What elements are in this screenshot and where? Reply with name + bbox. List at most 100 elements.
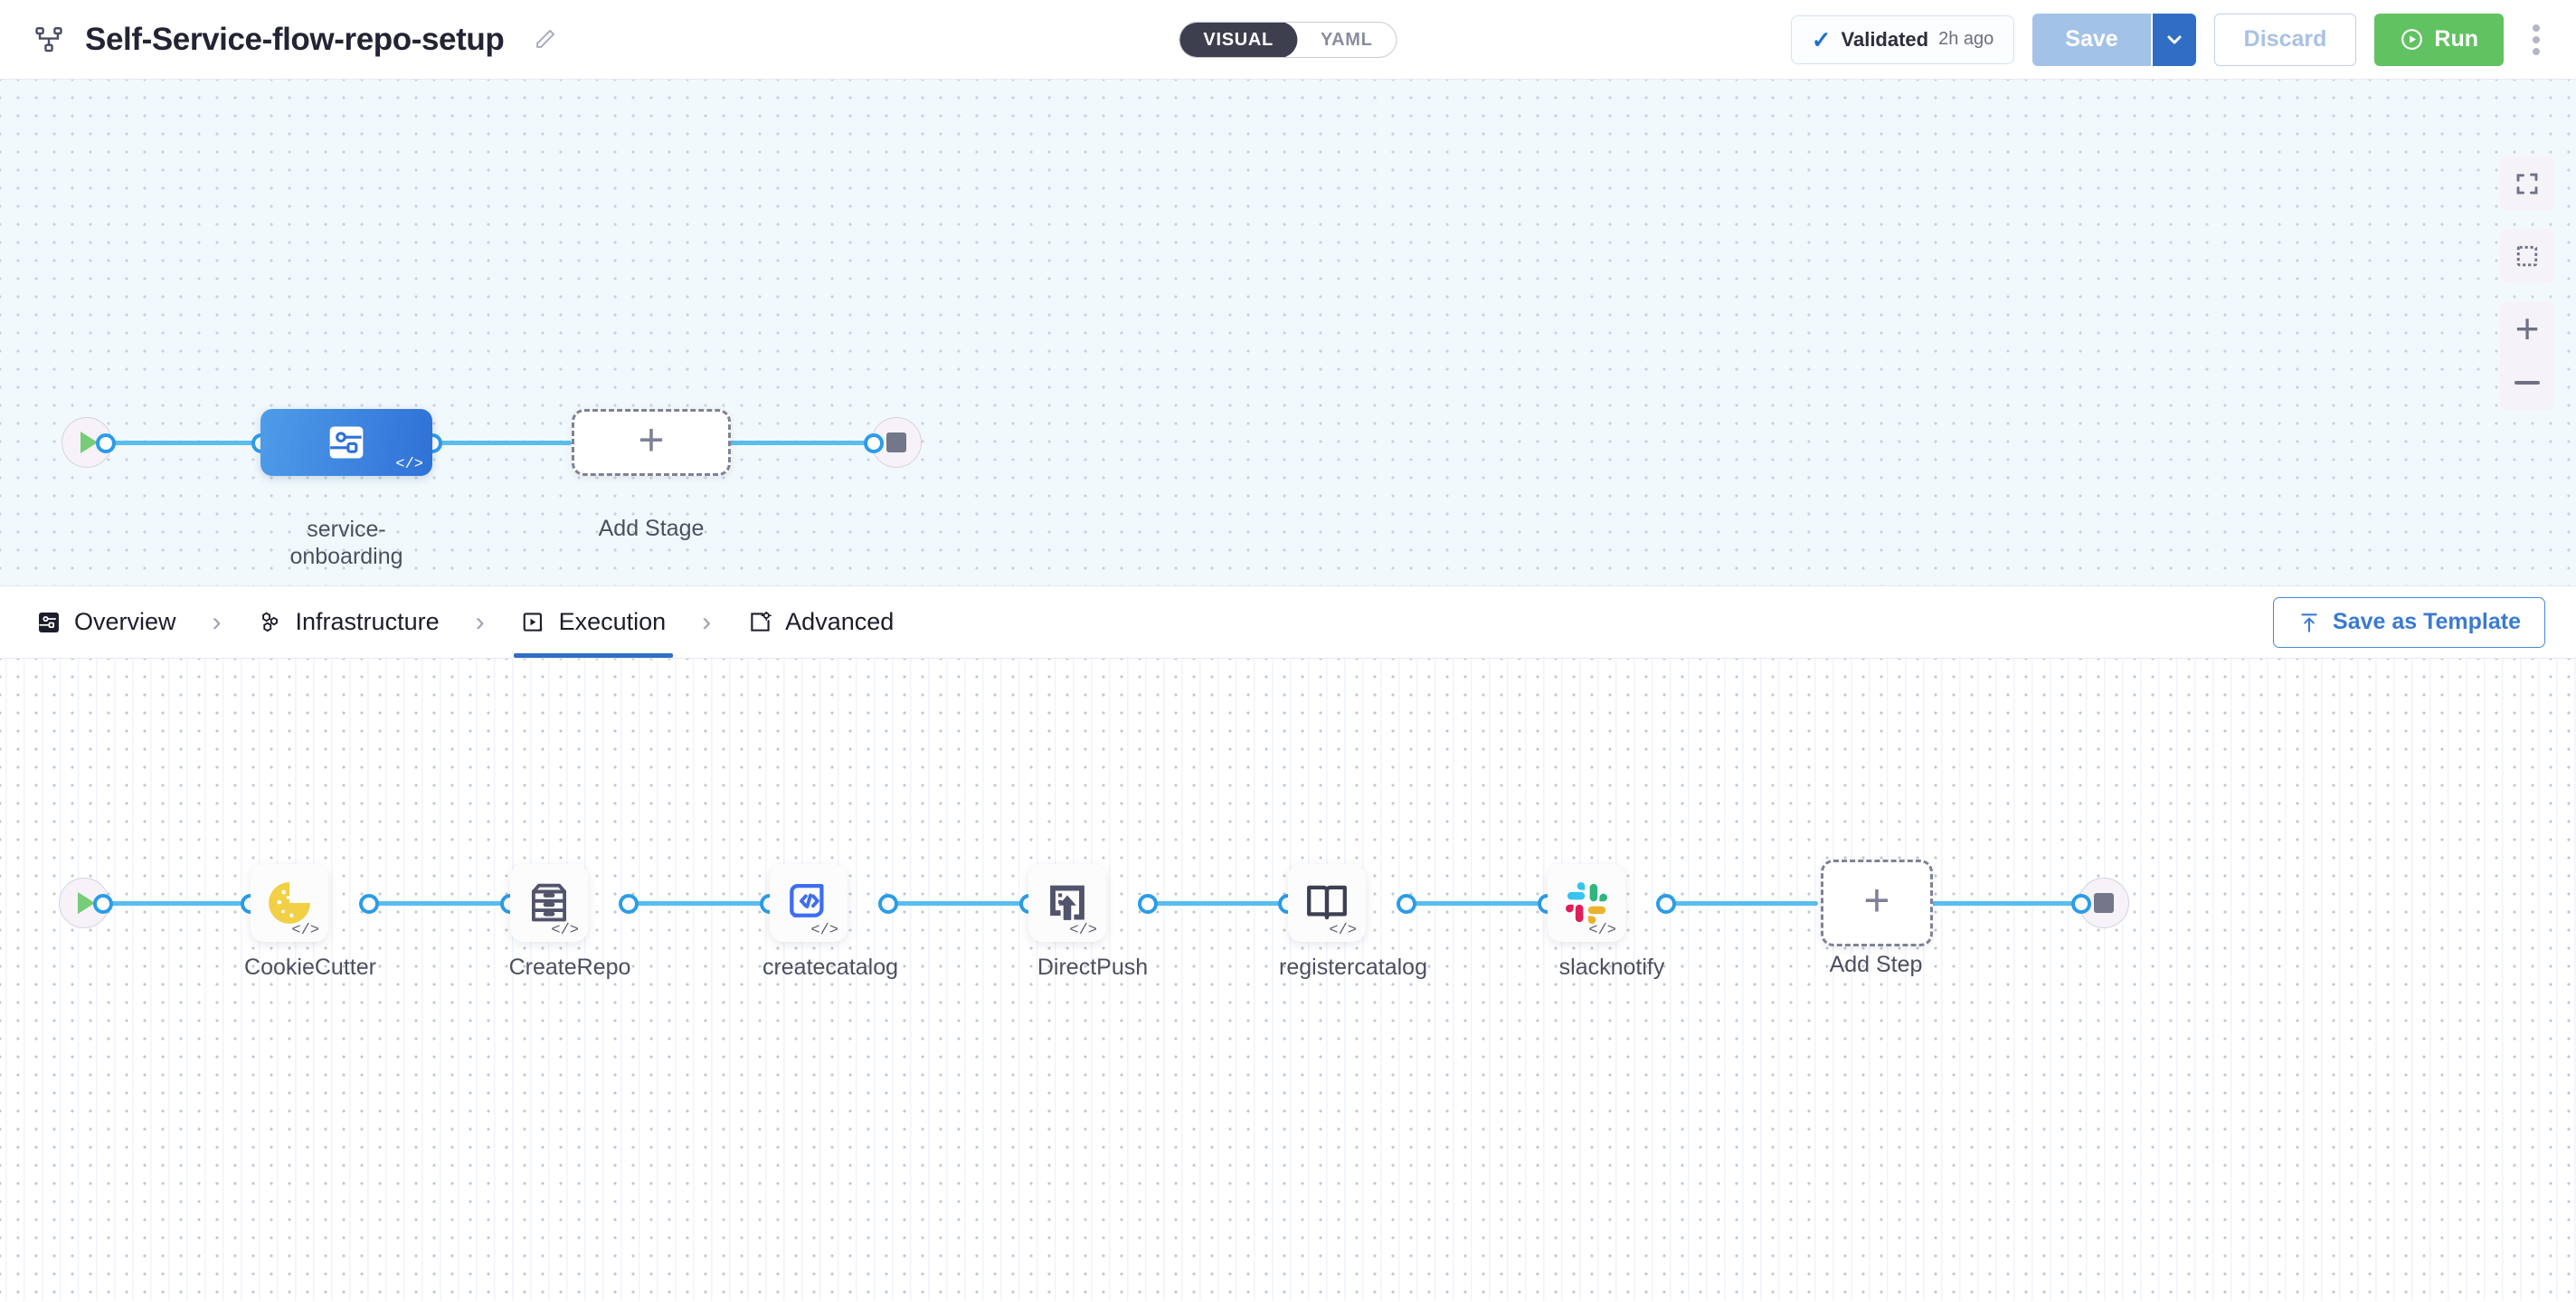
tab-advanced[interactable]: Advanced (742, 586, 899, 658)
step-node-createrepo[interactable]: </> (510, 864, 588, 942)
step-node-createcatalog[interactable]: </> (770, 864, 848, 942)
stage-label-line2: onboarding (289, 543, 403, 569)
stage-end-port[interactable] (864, 433, 884, 453)
kebab-menu-icon[interactable] (2525, 15, 2547, 64)
pencil-edit-icon[interactable] (529, 24, 560, 55)
overview-icon (39, 612, 59, 632)
add-step-label: Add Step (1829, 952, 1923, 977)
step-end-port[interactable] (2071, 894, 2091, 914)
dashed-square-icon (2516, 245, 2538, 267)
edge-step-1-to-2 (369, 901, 521, 906)
deployment-stage-icon (329, 426, 364, 459)
tab-separator: › (475, 606, 485, 637)
save-button[interactable]: Save (2032, 13, 2151, 66)
tab-infrastructure[interactable]: Infrastructure (252, 586, 445, 658)
edge-step-5-to-6 (1406, 901, 1558, 906)
fit-to-screen-button[interactable] (2500, 157, 2554, 211)
page-title: Self-Service-flow-repo-setup (85, 21, 505, 57)
play-icon (80, 432, 98, 453)
header-left-group: Self-Service-flow-repo-setup (31, 22, 560, 58)
edge-step-3-to-4 (888, 901, 1040, 906)
tab-execution[interactable]: Execution (513, 586, 673, 658)
canvas-controls: + (2500, 157, 2554, 410)
save-button-group[interactable]: Save (2032, 13, 2196, 66)
step-code-badge[interactable]: </> (551, 922, 579, 939)
pipeline-nodes-icon (31, 22, 67, 58)
step-1-output-port[interactable] (359, 894, 379, 914)
stage-end-node[interactable] (871, 417, 922, 468)
check-icon: ✓ (1811, 25, 1832, 53)
plus-icon: + (1863, 875, 1890, 926)
mode-yaml-option[interactable]: YAML (1320, 29, 1373, 50)
validated-label: Validated (1841, 27, 1929, 51)
add-step-button[interactable]: + (1821, 860, 1933, 946)
play-icon (78, 892, 95, 914)
step-code-badge[interactable]: </> (1588, 922, 1616, 939)
edge-start-to-stage (101, 441, 282, 445)
stage-node-label: service- onboarding (242, 517, 450, 570)
stage-label-line1: service- (307, 517, 386, 542)
run-button[interactable]: Run (2374, 13, 2504, 66)
step-node-label: DirectPush (1037, 955, 1149, 980)
step-code-badge[interactable]: </> (810, 922, 838, 939)
zoom-out-button[interactable] (2500, 356, 2554, 410)
step-node-cookiecutter[interactable]: </> (251, 864, 328, 942)
tab-list: Overview › Infrastructure › Execution › (31, 586, 899, 658)
advanced-gear-icon (751, 611, 772, 632)
step-node-directpush[interactable]: </> (1028, 864, 1106, 942)
view-mode-toggle[interactable]: VISUAL YAML (1179, 21, 1397, 58)
validated-timestamp: 2h ago (1938, 29, 1994, 49)
mode-visual-option[interactable]: VISUAL (1179, 22, 1297, 57)
zoom-in-button[interactable]: + (2500, 301, 2554, 356)
status-badge: ✓ Validated 2h ago (1790, 14, 2015, 64)
edge-step-6-to-addstep (1666, 901, 1818, 906)
tab-overview[interactable]: Overview (31, 586, 182, 658)
step-3-output-port[interactable] (878, 894, 898, 914)
minus-icon (2514, 381, 2540, 385)
upload-template-icon (2301, 613, 2317, 632)
tab-execution-label: Execution (558, 608, 667, 635)
step-code-badge[interactable]: </> (1069, 922, 1097, 939)
stop-icon (2094, 893, 2114, 913)
edge-start-to-step-1 (98, 901, 260, 906)
plus-icon: + (638, 414, 665, 465)
step-node-slacknotify[interactable]: </> (1548, 864, 1625, 942)
tab-separator: › (702, 606, 712, 637)
step-6-output-port[interactable] (1656, 894, 1676, 914)
step-4-output-port[interactable] (1138, 894, 1158, 914)
slack-icon (1566, 882, 1607, 924)
file-cabinet-icon (531, 883, 567, 922)
chevron-down-icon (2167, 35, 2182, 43)
step-2-output-port[interactable] (619, 894, 639, 914)
code-scroll-icon (790, 883, 824, 917)
step-node-registercatalog[interactable]: </> (1288, 864, 1366, 942)
steps-canvas[interactable]: </> CookieCutter </> CreateRepo </> crea… (0, 659, 2576, 1301)
stage-canvas[interactable]: </> service- onboarding + Add Stage + (0, 80, 2576, 586)
step-start-port[interactable] (93, 894, 113, 914)
area-select-button[interactable] (2500, 229, 2554, 283)
edge-addstep-to-end (1931, 901, 2092, 906)
step-5-output-port[interactable] (1397, 894, 1416, 914)
tab-separator: › (212, 606, 222, 637)
step-node-label: CookieCutter (244, 955, 376, 980)
stage-start-port[interactable] (96, 433, 116, 453)
add-stage-button[interactable]: + (572, 409, 731, 476)
stop-icon (886, 432, 906, 452)
discard-button[interactable]: Discard (2213, 13, 2357, 66)
save-as-template-button[interactable]: Save as Template (2273, 596, 2545, 648)
edge-stage-to-addstage (409, 441, 572, 445)
step-code-badge[interactable]: </> (1329, 922, 1357, 939)
zoom-controls: + (2500, 301, 2554, 410)
save-as-template-label: Save as Template (2333, 609, 2521, 634)
stage-code-badge[interactable]: </> (395, 456, 423, 473)
step-code-badge[interactable]: </> (291, 922, 319, 939)
edge-step-4-to-5 (1147, 901, 1299, 906)
open-book-icon (1307, 885, 1347, 920)
run-label: Run (2434, 26, 2478, 52)
save-dropdown-button[interactable] (2150, 13, 2196, 66)
stage-node-service-onboarding[interactable]: </> (260, 409, 432, 476)
tab-advanced-label: Advanced (785, 608, 895, 635)
infrastructure-icon (261, 612, 278, 632)
cookie-icon (269, 882, 310, 924)
add-stage-label: Add Stage (598, 516, 705, 541)
